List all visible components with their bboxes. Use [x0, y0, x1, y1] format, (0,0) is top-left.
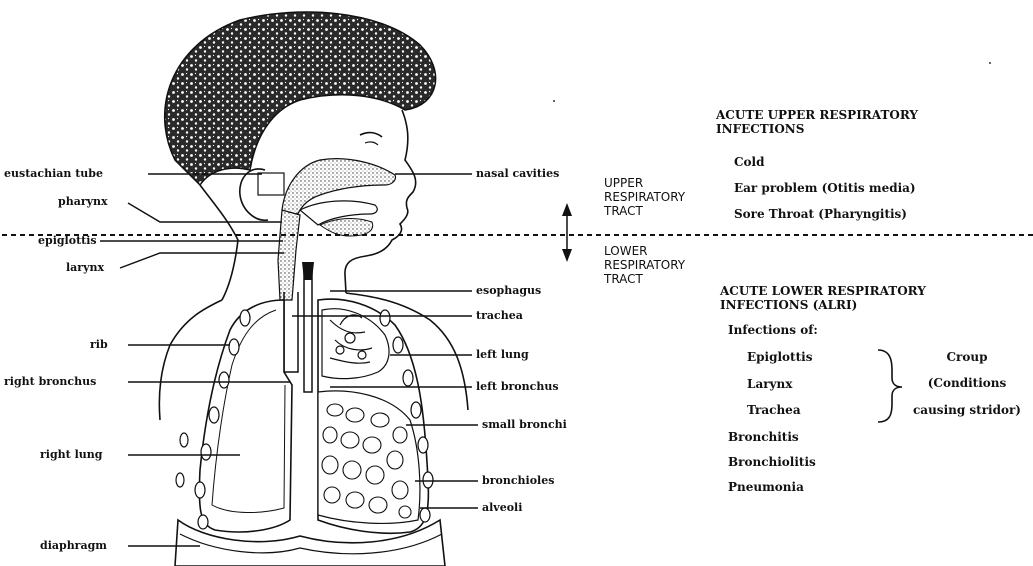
croup-conditions: (Conditions [905, 376, 1029, 390]
croup-item-trachea: Trachea [747, 403, 801, 417]
lower-tract-line: LOWER [604, 244, 685, 258]
lower-item-bronchiolitis: Bronchiolitis [728, 455, 816, 469]
label-trachea: trachea [476, 310, 523, 322]
upper-tract-line: UPPER [604, 176, 685, 190]
heading-line: INFECTIONS (ALRI) [720, 298, 926, 312]
croup-item-epiglottis: Epiglottis [747, 350, 812, 364]
lower-tract-line: TRACT [604, 272, 685, 286]
label-rib: rib [90, 339, 108, 351]
upper-tract-label: UPPER RESPIRATORY TRACT [604, 176, 685, 218]
label-left-lung: left lung [476, 349, 529, 361]
pharynx-shape [278, 210, 300, 300]
croup-stridor: causing stridor) [905, 403, 1029, 417]
lower-item-bronchitis: Bronchitis [728, 430, 799, 444]
label-left-bronchus: left bronchus [476, 381, 559, 393]
label-diaphragm: diaphragm [40, 540, 107, 552]
label-small-bronchi: small bronchi [482, 419, 567, 431]
upper-item-sore-throat: Sore Throat (Pharyngitis) [734, 207, 907, 221]
label-pharynx: pharynx [58, 196, 108, 208]
label-eustachian-tube: eustachian tube [4, 168, 103, 180]
upper-item-ear-problem: Ear problem (Otitis media) [734, 181, 916, 195]
label-esophagus: esophagus [476, 285, 541, 297]
croup-label: Croup [905, 350, 1029, 364]
label-nasal-cavities: nasal cavities [476, 168, 559, 180]
label-alveoli: alveoli [482, 502, 522, 514]
heading-line: INFECTIONS [716, 122, 918, 136]
upper-infections-heading: ACUTE UPPER RESPIRATORY INFECTIONS [716, 108, 918, 136]
tract-arrow-icon [562, 203, 572, 262]
lower-intro: Infections of: [728, 323, 818, 337]
label-bronchioles: bronchioles [482, 475, 554, 487]
upper-tract-line: TRACT [604, 204, 685, 218]
label-larynx: larynx [66, 262, 104, 274]
eye [360, 133, 382, 137]
croup-brace [878, 350, 902, 422]
label-epiglottis: epiglottis [38, 235, 97, 247]
heading-line: ACUTE LOWER RESPIRATORY [720, 284, 926, 298]
esophagus-shape [304, 268, 312, 392]
upper-item-cold: Cold [734, 155, 765, 169]
lower-tract-line: RESPIRATORY [604, 258, 685, 272]
lower-tract-label: LOWER RESPIRATORY TRACT [604, 244, 685, 286]
lower-item-pneumonia: Pneumonia [728, 480, 804, 494]
label-right-bronchus: right bronchus [4, 376, 96, 388]
heading-line: ACUTE UPPER RESPIRATORY [716, 108, 918, 122]
lower-infections-heading: ACUTE LOWER RESPIRATORY INFECTIONS (ALRI… [720, 284, 926, 312]
hair [165, 12, 436, 185]
neck-outline [200, 185, 238, 300]
croup-item-larynx: Larynx [747, 377, 792, 391]
upper-tract-line: RESPIRATORY [604, 190, 685, 204]
label-right-lung: right lung [40, 449, 102, 461]
trachea-shape [284, 292, 298, 372]
